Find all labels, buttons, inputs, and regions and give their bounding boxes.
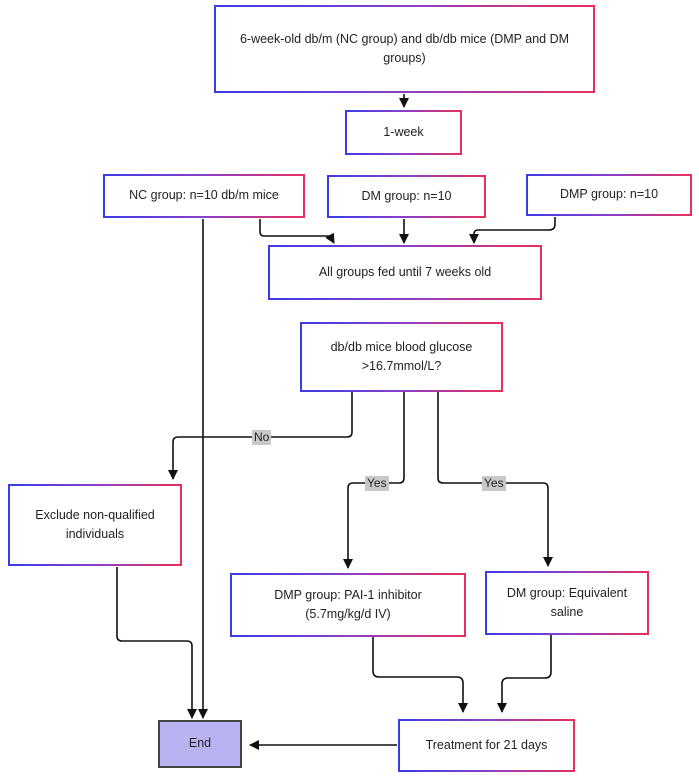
- node-1-week: 1-week: [345, 110, 462, 155]
- node-start: 6-week-old db/m (NC group) and db/db mic…: [214, 5, 595, 93]
- node-end: End: [158, 720, 242, 768]
- edge-label-yes-left: Yes: [365, 476, 389, 491]
- node-exclude: Exclude non-qualified individuals: [8, 484, 182, 566]
- node-dm-group-n: DM group: n=10: [327, 175, 486, 218]
- edge-exclude-to-end: [116, 567, 197, 719]
- edge-nc-to-fed: [259, 219, 335, 244]
- edge-dmp-treat-to-treatment: [372, 637, 468, 713]
- node-dm-treatment: DM group: Equivalent saline: [485, 571, 649, 635]
- edge-dm-treat-to-treatment: [497, 635, 552, 713]
- edge-label-yes-right: Yes: [482, 476, 506, 491]
- node-treatment-21-days: Treatment for 21 days: [398, 719, 575, 772]
- node-all-groups-fed: All groups fed until 7 weeks old: [268, 245, 542, 300]
- node-dmp-group-n: DMP group: n=10: [526, 174, 692, 216]
- node-dmp-treatment: DMP group: PAI-1 inhibitor (5.7mg/kg/d I…: [230, 573, 466, 637]
- edge-label-no: No: [252, 430, 272, 445]
- node-blood-glucose-check: db/db mice blood glucose >16.7mmol/L?: [300, 322, 503, 392]
- edge-dmp-to-fed: [469, 217, 556, 244]
- node-nc-group: NC group: n=10 db/m mice: [103, 174, 305, 218]
